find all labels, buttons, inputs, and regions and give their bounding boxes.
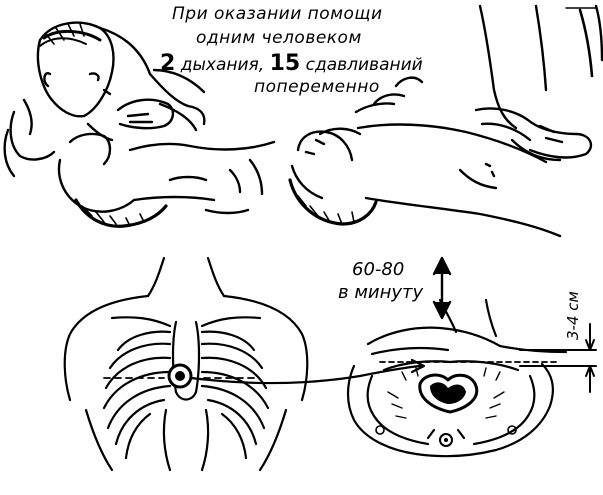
connector-line <box>189 364 422 385</box>
rate-value: 60-80 <box>352 259 405 280</box>
victim-figure-left <box>57 122 276 228</box>
caption-line-3: 2 дыхания, 15 сдавливаний <box>160 53 423 75</box>
compressions-count: 15 <box>269 51 301 76</box>
chest-cross-section <box>346 298 568 458</box>
rate-unit: в минуту <box>338 282 424 303</box>
breaths-word: дыхания, <box>180 55 265 75</box>
compressions-word: сдавливаний <box>305 55 423 75</box>
rib-cage-diagram <box>63 256 309 472</box>
rescuer-figure <box>3 21 206 178</box>
compression-scene <box>288 4 603 238</box>
caption-line-2: одним человеком <box>196 28 362 48</box>
rate-arrow <box>432 256 452 320</box>
caption-line-1: При оказании помощи <box>172 4 383 24</box>
caption-line-4: попеременно <box>254 77 380 97</box>
depth-label: 3-4 см <box>564 291 582 340</box>
breaths-count: 2 <box>160 51 176 76</box>
depth-indicator <box>519 323 597 393</box>
